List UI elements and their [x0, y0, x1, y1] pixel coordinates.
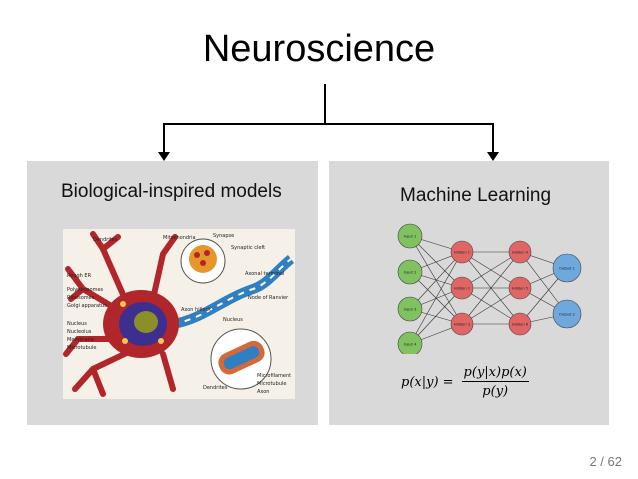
svg-text:Ribosomes: Ribosomes	[67, 295, 95, 301]
network-node: Hidden 3	[450, 312, 474, 336]
arrow-down-left-icon	[158, 152, 170, 161]
network-node-label: Output 2	[559, 313, 575, 317]
network-node-label: Input 4	[404, 343, 417, 347]
svg-text:Synaptic cleft: Synaptic cleft	[231, 245, 265, 251]
network-edge	[461, 287, 521, 325]
network-node: Input 2	[397, 259, 423, 285]
svg-text:Dendrites: Dendrites	[93, 237, 118, 243]
svg-text:Nucleus: Nucleus	[223, 317, 243, 323]
network-edge	[461, 251, 521, 289]
network-node: Hidden 2	[450, 276, 474, 300]
ml-label: Machine Learning	[400, 185, 552, 206]
network-node: Input 1	[397, 223, 423, 249]
svg-text:Axon hillock: Axon hillock	[181, 307, 211, 313]
network-node: Hidden 5	[508, 276, 532, 300]
svg-text:Microtubule: Microtubule	[257, 381, 286, 387]
svg-text:Axonal terminal: Axonal terminal	[245, 271, 284, 277]
formula-numerator: p(y|x)p(x)	[461, 365, 529, 382]
svg-text:Microfilament: Microfilament	[257, 373, 291, 379]
svg-text:Mitochondria: Mitochondria	[163, 235, 196, 241]
network-node: Output 2	[552, 299, 582, 329]
bio-models-label: Biological-inspired models	[61, 181, 282, 202]
network-node-label: Input 3	[404, 308, 417, 312]
bayes-formula: p(x|y) = p(y|x)p(x) p(y)	[401, 365, 529, 399]
svg-text:Dendrites: Dendrites	[203, 385, 228, 391]
svg-text:Microtubule: Microtubule	[67, 345, 96, 351]
svg-text:Membrane: Membrane	[67, 337, 94, 343]
network-node-label: Hidden 2	[454, 287, 470, 291]
network-node-label: Hidden 5	[512, 287, 528, 291]
network-node: Hidden 6	[508, 312, 532, 336]
network-edge	[409, 287, 463, 345]
neural-network-diagram: Input 1 Input 2 Input 3 Input 4 Hidden 1 Hidd…	[397, 223, 582, 354]
network-node: Input 3	[397, 296, 423, 322]
network-edge	[461, 251, 521, 325]
svg-text:Synapse: Synapse	[213, 233, 234, 239]
formula-fraction: p(y|x)p(x) p(y)	[461, 365, 529, 399]
network-node-label: Input 1	[404, 235, 417, 239]
network-node-label: Hidden 3	[454, 323, 470, 327]
network-node-label: Hidden 1	[454, 251, 470, 255]
network-node-label: Hidden 6	[512, 323, 529, 327]
slide-title: Neuroscience	[202, 28, 436, 70]
svg-text:Node of Ranvier: Node of Ranvier	[248, 295, 289, 301]
svg-text:Rough ER: Rough ER	[67, 273, 92, 279]
formula-lhs: p(x|y) =	[401, 374, 454, 390]
network-node-label: Output 1	[559, 267, 575, 271]
formula-denominator: p(y)	[482, 384, 509, 399]
svg-text:Golgi apparatus: Golgi apparatus	[67, 303, 107, 309]
neuron-diagram: Dendrites Mitochondria Synapse Rough ER …	[63, 229, 295, 399]
svg-text:Nucleus: Nucleus	[67, 321, 87, 327]
arrow-down-right-icon	[487, 152, 499, 161]
network-node-label: Input 2	[404, 271, 417, 275]
network-node-label: Hidden 4	[512, 251, 529, 255]
network-edge	[409, 251, 463, 310]
network-node: Input 4	[397, 331, 423, 354]
svg-text:Polyribosomes: Polyribosomes	[67, 287, 104, 293]
network-edge	[409, 251, 463, 345]
bio-models-panel: Biological-inspired models	[27, 161, 318, 425]
svg-text:Axon: Axon	[257, 389, 269, 395]
network-node: Hidden 4	[508, 240, 532, 264]
network-node: Hidden 1	[450, 240, 474, 264]
page-number: 2 / 62	[589, 454, 622, 469]
network-node: Output 1	[552, 253, 582, 283]
svg-text:Nucleolus: Nucleolus	[67, 329, 92, 335]
